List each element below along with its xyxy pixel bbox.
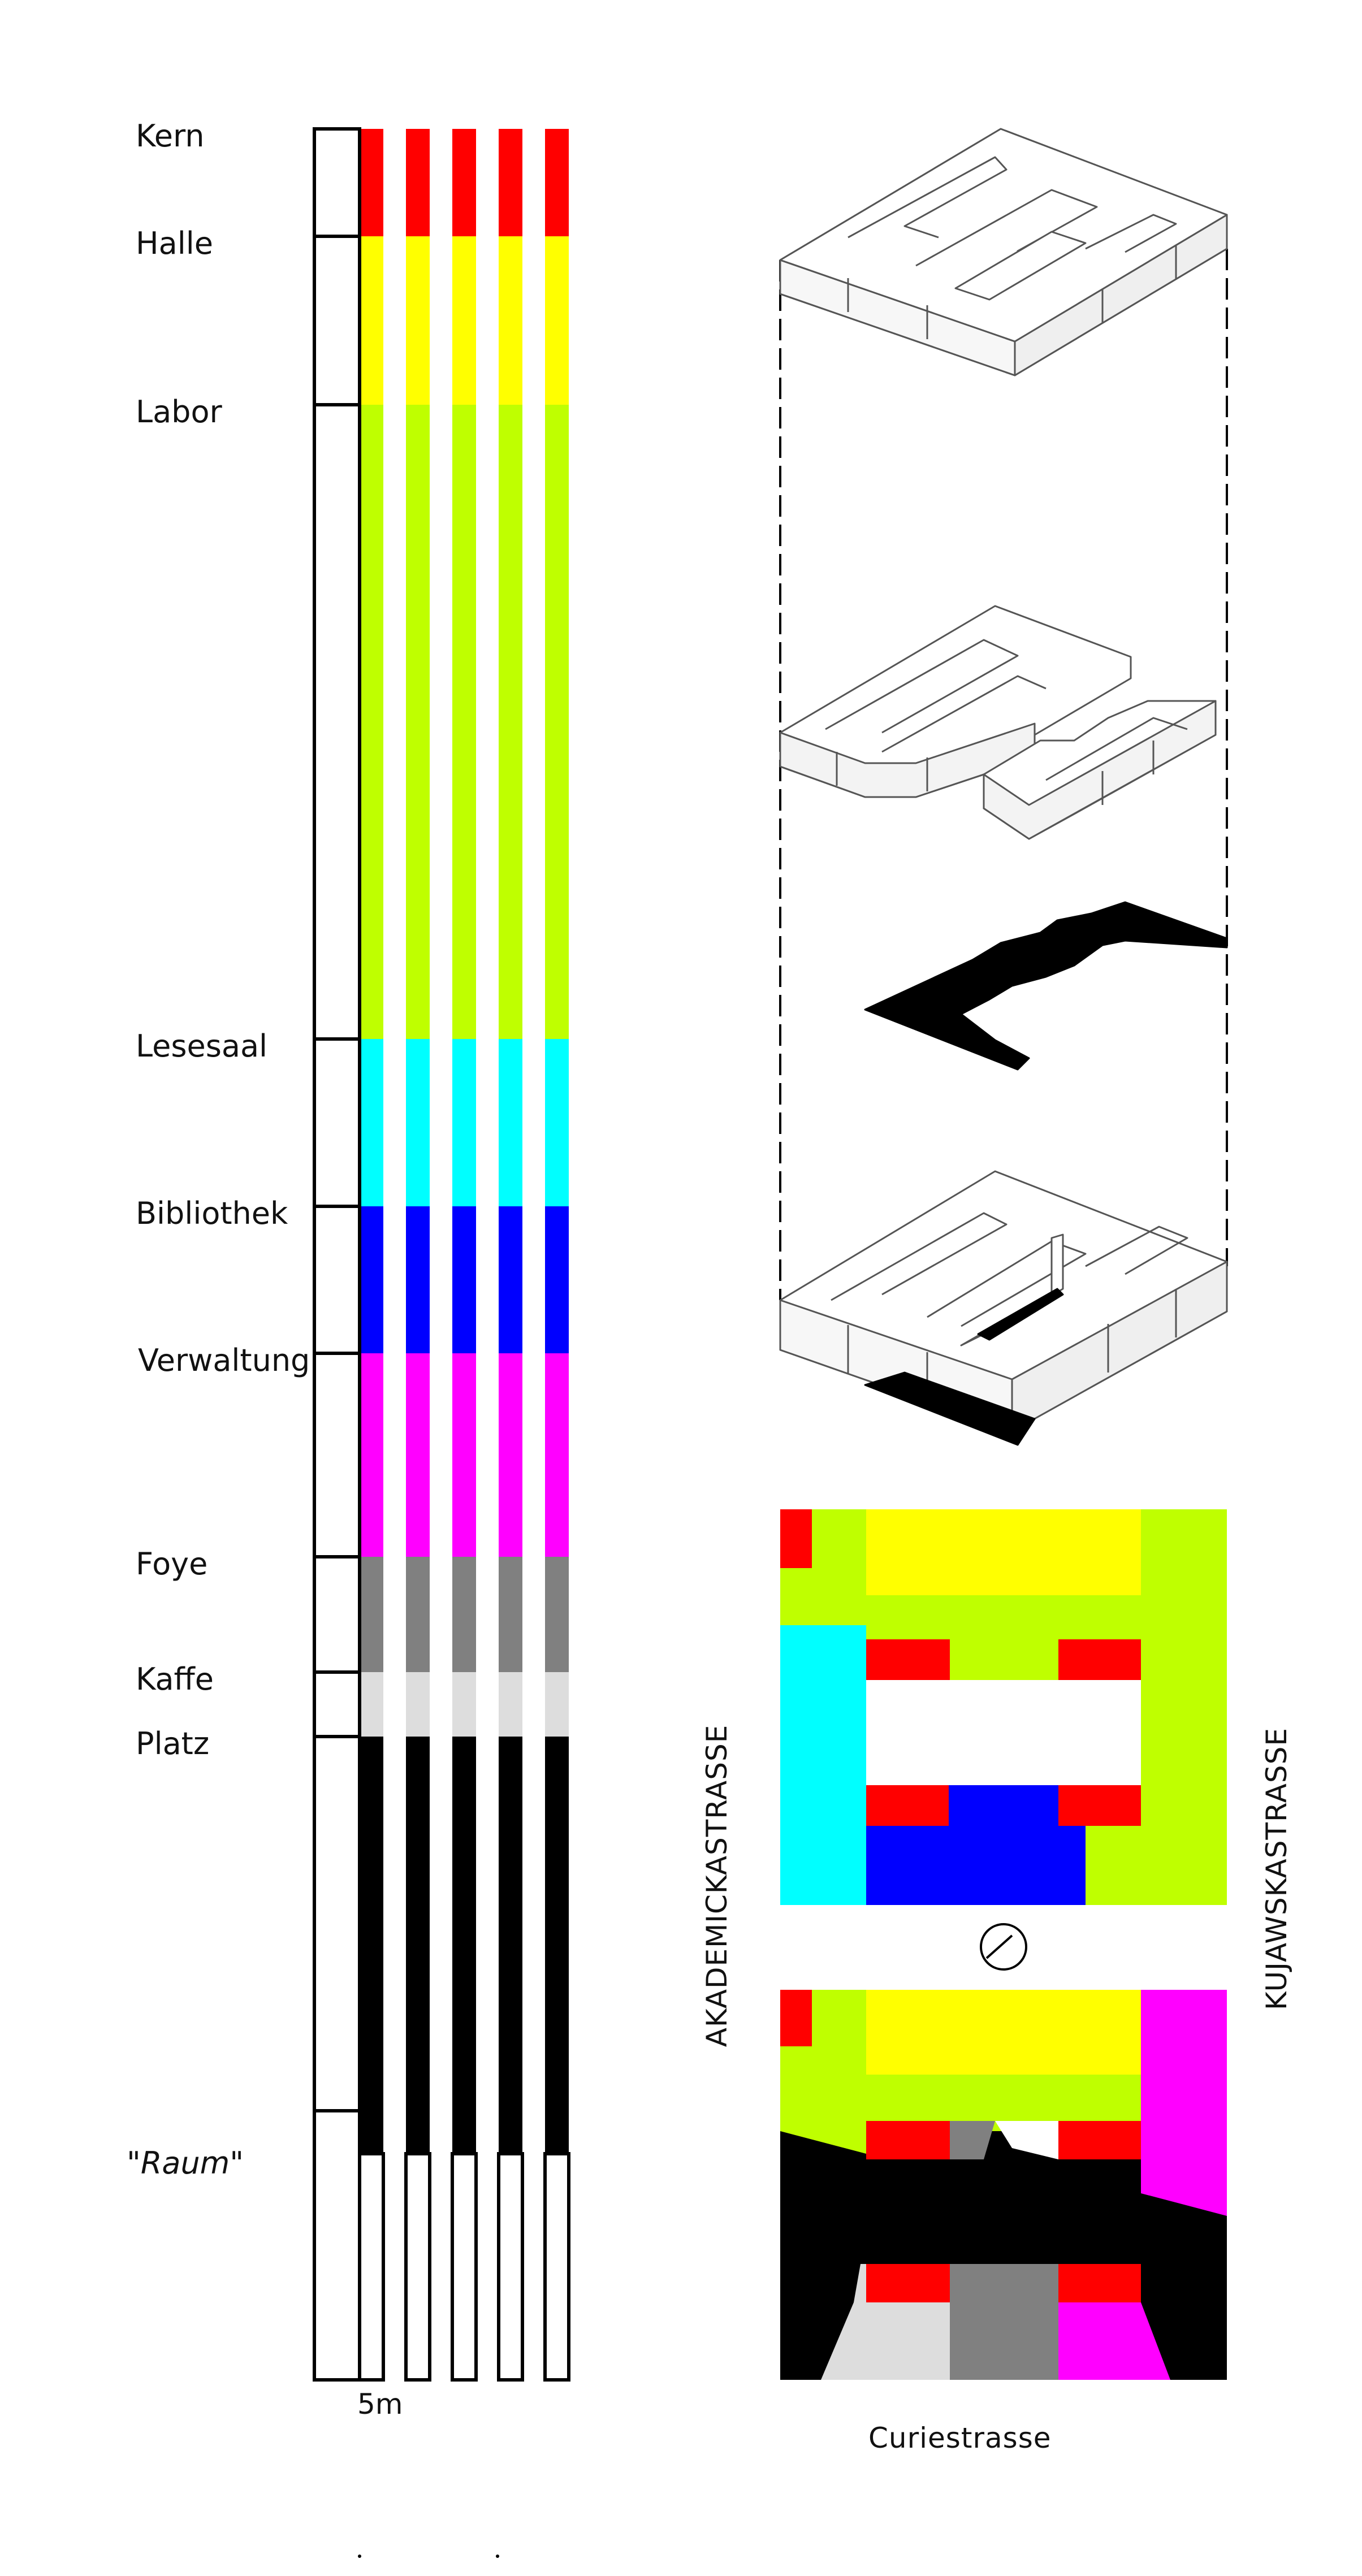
stripe-halle-2	[406, 236, 430, 405]
stripe-foye-5	[545, 1557, 569, 1672]
stripe-foye-1	[360, 1557, 383, 1672]
stripe-bibliothek-1	[360, 1206, 383, 1353]
stripe-raum-5	[543, 2152, 570, 2382]
stripe-lesesaal-1	[360, 1039, 383, 1206]
stripe-raum-4	[497, 2152, 524, 2382]
stripe-kern-5	[545, 129, 569, 236]
stripe-bibliothek-5	[545, 1206, 569, 1353]
dashed-guide-lines	[779, 249, 1228, 1300]
stripe-bibliothek-4	[499, 1206, 522, 1353]
stripe-platz-3	[452, 1737, 476, 2154]
layer-label-bibliothek: Bibliothek	[136, 1196, 288, 1231]
stripe-halle-5	[545, 236, 569, 405]
stripe-halle-1	[360, 236, 383, 405]
stripe-lesesaal-2	[406, 1039, 430, 1206]
scale-box	[313, 127, 361, 2382]
stripe-raum-1	[358, 2152, 385, 2382]
stripe-verwaltung-1	[360, 1353, 383, 1557]
stripe-verwaltung-2	[406, 1353, 430, 1557]
stripe-labor-1	[360, 405, 383, 1039]
stripe-labor-3	[452, 405, 476, 1039]
stripe-platz-2	[406, 1737, 430, 2154]
layer-label-kaffe: Kaffe	[136, 1661, 214, 1697]
street-label-right: KUJAWSKASTRASSE	[1260, 1728, 1293, 2010]
stripe-labor-5	[545, 405, 569, 1039]
stripe-kaffe-5	[545, 1672, 569, 1737]
north-arrow-icon	[980, 1923, 1027, 1971]
floor-plan-lower	[780, 1990, 1227, 2380]
layer-label-labor: Labor	[136, 394, 222, 430]
stripe-platz-1	[360, 1737, 383, 2154]
layer-label-lesesaal: Lesesaal	[136, 1028, 268, 1064]
layer-label-verwaltung: Verwaltung	[138, 1343, 310, 1378]
layer-label-halle: Halle	[136, 226, 213, 261]
stripe-foye-3	[452, 1557, 476, 1672]
stripe-bibliothek-3	[452, 1206, 476, 1353]
stripe-raum-2	[404, 2152, 431, 2382]
stripe-verwaltung-3	[452, 1353, 476, 1557]
stripe-foye-2	[406, 1557, 430, 1672]
scale-column	[313, 127, 361, 2382]
stripe-halle-3	[452, 236, 476, 405]
layer-label-foye: Foye	[136, 1546, 208, 1582]
stripe-kaffe-1	[360, 1672, 383, 1737]
floor-plan-upper	[780, 1509, 1227, 1905]
stripe-raum-3	[451, 2152, 478, 2382]
iso-middle-floors	[779, 605, 1217, 840]
stripe-lesesaal-5	[545, 1039, 569, 1206]
layer-stripe-bars	[358, 129, 570, 2382]
iso-bottom-slab	[779, 1170, 1228, 1446]
stripe-platz-4	[499, 1737, 522, 2154]
stripe-foye-4	[499, 1557, 522, 1672]
stripe-kern-3	[452, 129, 476, 236]
stripe-kern-4	[499, 129, 522, 236]
stripe-kern-1	[360, 129, 383, 236]
stripe-platz-5	[545, 1737, 569, 2154]
stripe-kaffe-3	[452, 1672, 476, 1737]
stripe-kaffe-2	[406, 1672, 430, 1737]
iso-top-slab	[779, 128, 1228, 376]
stripe-halle-4	[499, 236, 522, 405]
layer-label-raum: "Raum"	[127, 2145, 244, 2181]
stripe-bibliothek-2	[406, 1206, 430, 1353]
isometric-exploded-model	[779, 128, 1228, 1446]
stripe-kaffe-4	[499, 1672, 522, 1737]
street-label-left: AKADEMICKASTRASSE	[701, 1724, 733, 2047]
stripe-labor-4	[499, 405, 522, 1039]
scale-label: 5m	[357, 2388, 403, 2421]
street-label-bottom: Curiestrasse	[868, 2422, 1052, 2454]
stripe-kern-2	[406, 129, 430, 236]
stripe-lesesaal-3	[452, 1039, 476, 1206]
iso-platz-shadow	[864, 901, 1228, 1071]
bottom-dots	[358, 2555, 499, 2558]
stripe-verwaltung-4	[499, 1353, 522, 1557]
layer-label-kern: Kern	[136, 118, 205, 154]
layer-label-platz: Platz	[136, 1726, 210, 1761]
stripe-verwaltung-5	[545, 1353, 569, 1557]
stripe-lesesaal-4	[499, 1039, 522, 1206]
stripe-labor-2	[406, 405, 430, 1039]
